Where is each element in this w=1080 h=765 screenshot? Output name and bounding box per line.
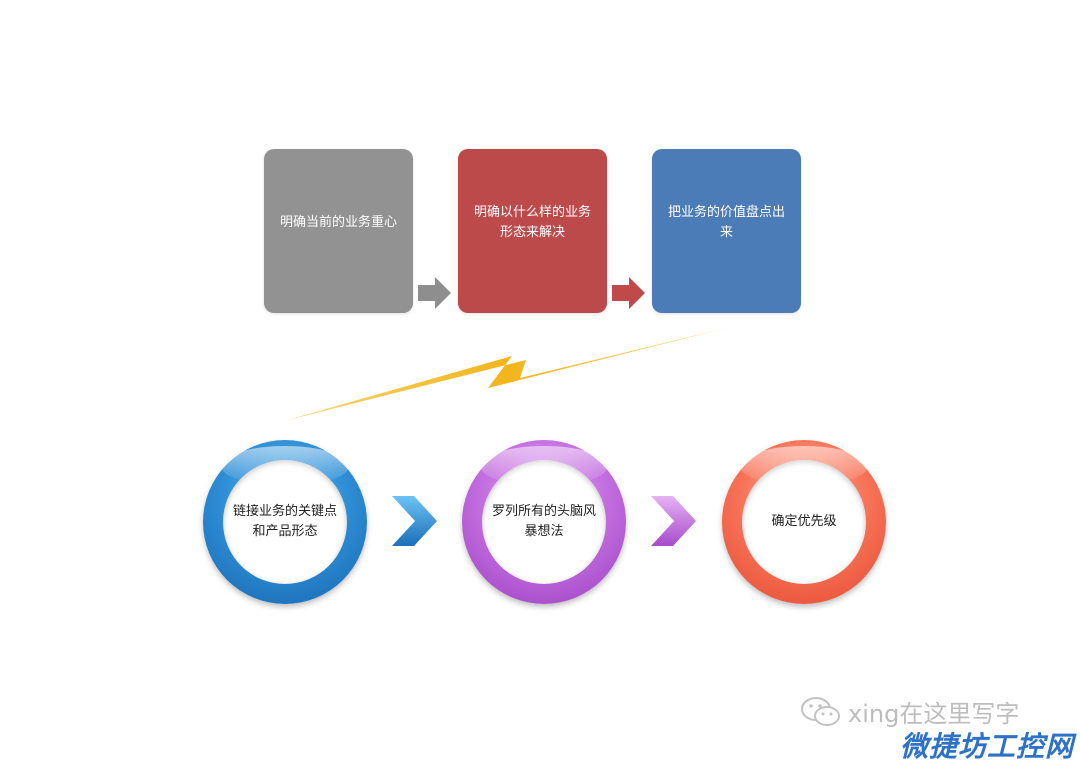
step-1-text: 明确当前的业务重心 bbox=[280, 215, 398, 230]
stage-ring-2: 罗列所有的头脑风暴想法 bbox=[462, 440, 626, 604]
stage-1-text: 链接业务的关键点和产品形态 bbox=[232, 504, 337, 539]
stage-ring-1: 链接业务的关键点和产品形态 bbox=[203, 440, 367, 604]
step-box-1: 明确当前的业务重心 bbox=[264, 149, 413, 313]
stage-2-center: 罗列所有的头脑风暴想法 bbox=[482, 460, 606, 584]
step-3-text: 把业务的价值盘点出来 bbox=[668, 205, 786, 240]
step-2-text: 明确以什么样的业务形态来解决 bbox=[474, 205, 592, 240]
site-logo: 微捷坊工控网 bbox=[900, 730, 1075, 763]
stage-ring-3: 确定优先级 bbox=[722, 440, 886, 604]
wechat-icon bbox=[801, 696, 840, 726]
red-arrow-icon bbox=[612, 277, 645, 309]
stage-3-text: 确定优先级 bbox=[771, 514, 837, 529]
gray-arrow-icon bbox=[418, 277, 451, 309]
step-box-2: 明确以什么样的业务形态来解决 bbox=[458, 149, 607, 313]
stage-3-center: 确定优先级 bbox=[742, 460, 866, 584]
stage-1-center: 链接业务的关键点和产品形态 bbox=[223, 460, 347, 584]
watermark: xing在这里写字 bbox=[800, 694, 1019, 729]
stage-2-text: 罗列所有的头脑风暴想法 bbox=[491, 504, 596, 539]
blue-chevron-icon bbox=[392, 496, 437, 546]
watermark-text: xing在这里写字 bbox=[848, 700, 1020, 728]
step-box-3: 把业务的价值盘点出来 bbox=[652, 149, 801, 313]
purple-chevron-icon bbox=[651, 496, 696, 546]
